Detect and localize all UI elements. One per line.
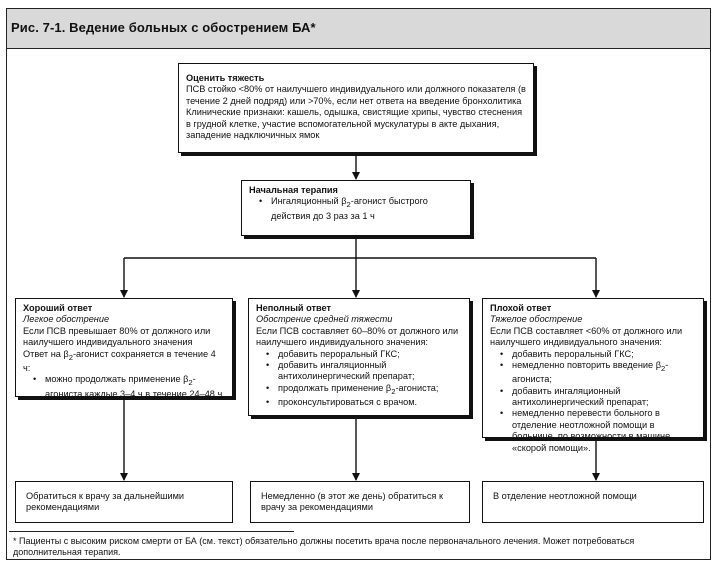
outcome-poor-box: В отделение неотложной помощи <box>482 481 704 523</box>
partial-bullet-3-b: -агониста; <box>395 382 439 393</box>
good-text-psv: Если ПСВ превышает 80% от должного или н… <box>23 325 211 348</box>
good-subheading: Легкое обострение <box>23 314 110 325</box>
partial-bullet-1: добавить пероральный ГКС; <box>266 349 462 361</box>
outcome-good-text: Обратиться к врачу за дальнейшими рекоме… <box>26 491 185 513</box>
partial-bullet-3: продолжать применение β2-агониста; <box>266 382 462 397</box>
poor-heading: Плохой ответ <box>490 303 552 313</box>
partial-heading: Неполный ответ <box>256 303 332 313</box>
good-bullet-b: -агониста каждые 3–4 ч в течение 24–48 ч… <box>45 374 225 399</box>
poor-bullet-3: добавить ингаляционный антихолинергическ… <box>500 386 696 409</box>
poor-subheading: Тяжелое обострение <box>490 314 583 325</box>
initial-heading: Начальная терапия <box>249 185 338 195</box>
assess-severity-box: Оценить тяжесть ПСВ стойко <80% от наилу… <box>178 63 534 153</box>
good-bullet-sub: 2 <box>188 378 193 388</box>
initial-list: Ингаляционный β2-агонист быстрого действ… <box>249 196 463 222</box>
footnote: * Пациенты с высоким риском смерти от БА… <box>13 536 635 557</box>
good-text-response-b: -агонист сохраняется в течение 4 ч: <box>23 348 216 373</box>
initial-bullet-sub: 2 <box>346 200 351 210</box>
good-response-box: Хороший ответ Легкое обострение Если ПСВ… <box>15 298 233 400</box>
good-list: можно продолжать применение β2-агониста … <box>23 374 225 400</box>
figure-title: Рис. 7-1. Ведение больных с обострением … <box>11 20 316 35</box>
good-text-response: Ответ на β2-агонист сохраняется в течени… <box>23 349 225 375</box>
partial-response-box: Неполный ответ Обострение средней тяжест… <box>248 298 470 416</box>
partial-bullet-4: проконсультироваться с врачом. <box>266 397 462 409</box>
good-bullet: можно продолжать применение β2-агониста … <box>33 374 225 400</box>
poor-bullet-4: немедленно перевести больного в отделени… <box>500 408 696 454</box>
partial-bullet-3-sub: 2 <box>391 386 396 396</box>
outcome-partial-text: Немедленно (в этот же день) обратиться к… <box>261 491 443 513</box>
poor-response-box: Плохой ответ Тяжелое обострение Если ПСВ… <box>482 298 704 453</box>
partial-list: добавить пероральный ГКС; добавить ингал… <box>256 349 462 409</box>
footnote-rule <box>9 531 294 532</box>
initial-bullet: Ингаляционный β2-агонист быстрого действ… <box>259 196 463 222</box>
poor-bullet-2-sub: 2 <box>661 363 666 373</box>
figure-frame <box>6 8 711 560</box>
poor-bullet-2-a: немедленно повторить введение β <box>512 360 662 371</box>
partial-subheading: Обострение средней тяжести <box>256 314 393 325</box>
initial-bullet-text-b: -агонист быстрого действия до 3 раз за 1… <box>271 196 428 221</box>
outcome-poor-text: В отделение неотложной помощи <box>493 491 637 501</box>
partial-text-psv: Если ПСВ составляет 60–80% от должного и… <box>256 325 459 348</box>
title-band <box>7 9 710 49</box>
initial-therapy-box: Начальная терапия Ингаляционный β2-агони… <box>241 180 471 236</box>
good-bullet-a: можно продолжать применение β <box>45 374 189 385</box>
poor-list: добавить пероральный ГКС; немедленно пов… <box>490 349 696 454</box>
initial-bullet-text-a: Ингаляционный β <box>271 196 347 207</box>
assess-heading: Оценить тяжесть <box>186 73 265 83</box>
poor-bullet-2: немедленно повторить введение β2-агонист… <box>500 360 696 386</box>
poor-bullet-1: добавить пероральный ГКС; <box>500 349 696 361</box>
partial-bullet-3-a: продолжать применение β <box>278 382 392 393</box>
outcome-good-box: Обратиться к врачу за дальнейшими рекоме… <box>15 481 233 523</box>
partial-bullet-2: добавить ингаляционный антихолинергическ… <box>266 360 462 383</box>
poor-text-psv: Если ПСВ составляет <60% от должного или… <box>490 325 683 348</box>
good-text-response-sub: 2 <box>68 352 73 362</box>
assess-text-clinical: Клинические признаки: кашель, одышка, св… <box>186 107 523 141</box>
good-heading: Хороший ответ <box>23 303 93 313</box>
poor-bullet-2-b: -агониста; <box>512 360 669 385</box>
good-text-response-a: Ответ на β <box>23 348 69 359</box>
outcome-partial-box: Немедленно (в этот же день) обратиться к… <box>250 481 470 523</box>
assess-text-psv: ПСВ стойко <80% от наилучшего индивидуал… <box>186 84 526 106</box>
